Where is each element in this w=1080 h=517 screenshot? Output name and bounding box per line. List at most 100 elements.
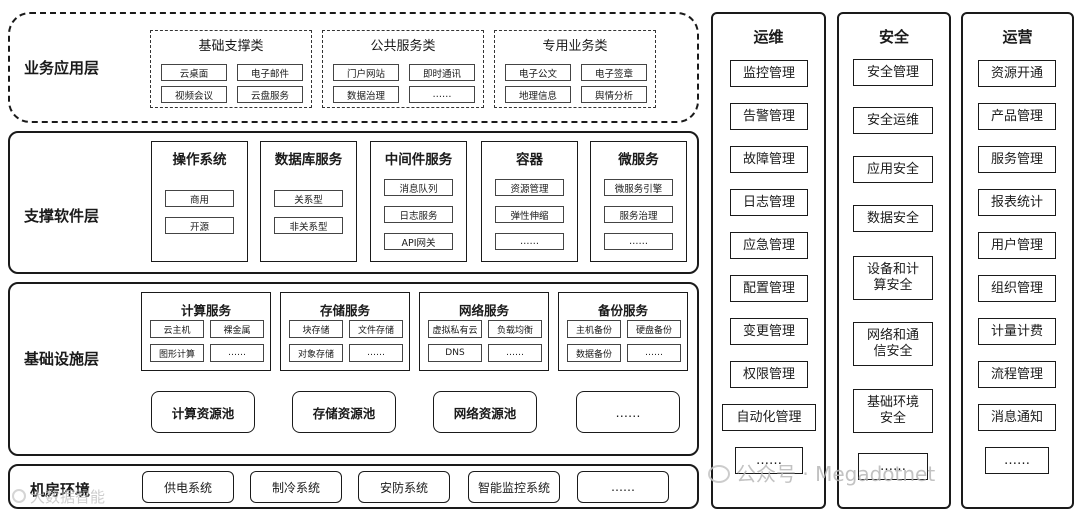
security-title: 安全 — [878, 28, 909, 46]
compute-resource-pool: 计算资源池 — [151, 391, 255, 433]
service-box: 电子签章 — [581, 64, 647, 81]
service-box: 微服务引擎 — [604, 179, 673, 196]
security-item: 网络和通信安全 — [853, 322, 933, 366]
security-item: 基础环境安全 — [853, 389, 933, 433]
service-box: 服务治理 — [604, 206, 673, 223]
operation-item: 流程管理 — [978, 361, 1056, 388]
wechat-icon — [708, 465, 730, 483]
service-box: 开源 — [165, 217, 234, 234]
service-box: 对象存储 — [289, 344, 343, 362]
service-box: 关系型 — [274, 190, 343, 207]
room-item: 制冷系统 — [250, 471, 342, 503]
service-box: 云盘服务 — [237, 86, 303, 103]
group-title: 基础支撑类 — [198, 39, 264, 54]
service-box: …… — [488, 344, 542, 362]
card-operating-system: 操作系统 商用 开源 — [151, 141, 248, 262]
ops-item: …… — [735, 447, 803, 474]
service-box: 消息队列 — [384, 179, 453, 196]
card-title: 微服务 — [618, 152, 659, 168]
group-public-service: 公共服务类 门户网站 即时通讯 数据治理 …… — [322, 30, 484, 108]
service-box: 舆情分析 — [581, 86, 647, 103]
card-title: 操作系统 — [172, 152, 227, 168]
support-layer-title: 支撑软件层 — [24, 207, 100, 225]
ops-item: 权限管理 — [730, 361, 808, 388]
ops-item: 日志管理 — [730, 189, 808, 216]
card-title: 网络服务 — [458, 303, 509, 318]
service-box: 硬盘备份 — [627, 320, 681, 338]
watermark-left: 大数据智能 — [12, 486, 105, 507]
ops-item: 变更管理 — [730, 318, 808, 345]
room-item: …… — [577, 471, 669, 503]
operation-item: 产品管理 — [978, 103, 1056, 130]
service-box: 负载均衡 — [488, 320, 542, 338]
ops-item: 配置管理 — [730, 275, 808, 302]
service-box: 日志服务 — [384, 206, 453, 223]
card-middleware-service: 中间件服务 消息队列 日志服务 API网关 — [370, 141, 467, 262]
card-title: 中间件服务 — [384, 152, 453, 168]
service-box: 主机备份 — [567, 320, 621, 338]
ops-item: 应急管理 — [730, 232, 808, 259]
card-compute-service: 计算服务 云主机 裸金属 图形计算 …… — [141, 292, 271, 371]
service-box: 非关系型 — [274, 217, 343, 234]
machine-room-title: 机房环境 — [30, 481, 91, 499]
card-database-service: 数据库服务 关系型 非关系型 — [260, 141, 357, 262]
service-box: DNS — [428, 344, 482, 362]
ops-title: 运维 — [753, 28, 784, 46]
service-box: 即时通讯 — [409, 64, 475, 81]
operation-item: 计量计费 — [978, 318, 1056, 345]
security-item: …… — [858, 453, 928, 480]
service-box: 虚拟私有云 — [428, 320, 482, 338]
service-box: 资源管理 — [495, 179, 564, 196]
security-item: 安全运维 — [853, 107, 933, 134]
card-title: 数据库服务 — [274, 152, 343, 168]
card-storage-service: 存储服务 块存储 文件存储 对象存储 …… — [280, 292, 410, 371]
group-basic-support: 基础支撑类 云桌面 电子邮件 视频会议 云盘服务 — [150, 30, 312, 108]
service-box: 云桌面 — [161, 64, 227, 81]
service-box: 数据备份 — [567, 344, 621, 362]
infrastructure-layer-title: 基础设施层 — [24, 350, 100, 368]
ops-item: 告警管理 — [730, 103, 808, 130]
card-title: 存储服务 — [319, 303, 370, 318]
group-dedicated-business: 专用业务类 电子公文 电子签章 地理信息 舆情分析 — [494, 30, 656, 108]
service-box: 门户网站 — [333, 64, 399, 81]
storage-resource-pool: 存储资源池 — [292, 391, 396, 433]
card-backup-service: 备份服务 主机备份 硬盘备份 数据备份 …… — [558, 292, 688, 371]
service-box: …… — [627, 344, 681, 362]
service-box: …… — [604, 233, 673, 250]
ops-item: 自动化管理 — [722, 404, 816, 431]
service-box: 地理信息 — [505, 86, 571, 103]
operation-item: 资源开通 — [978, 60, 1056, 87]
operation-item: 用户管理 — [978, 232, 1056, 259]
service-box: …… — [409, 86, 475, 103]
room-item: 智能监控系统 — [468, 471, 560, 503]
room-item: 供电系统 — [142, 471, 234, 503]
ops-item: 监控管理 — [730, 60, 808, 87]
card-container: 容器 资源管理 弹性伸缩 …… — [481, 141, 578, 262]
service-box: …… — [210, 344, 264, 362]
operation-item: 消息通知 — [978, 404, 1056, 431]
service-box: 裸金属 — [210, 320, 264, 338]
ops-item: 故障管理 — [730, 146, 808, 173]
business-layer-title: 业务应用层 — [24, 59, 100, 77]
service-box: 弹性伸缩 — [495, 206, 564, 223]
network-resource-pool: 网络资源池 — [433, 391, 537, 433]
service-box: 电子邮件 — [237, 64, 303, 81]
operation-item: 服务管理 — [978, 146, 1056, 173]
watermark-right-text: 公众号 · Megadotnet — [736, 462, 936, 486]
service-box: 图形计算 — [150, 344, 204, 362]
watermark-icon — [12, 489, 26, 503]
service-box: 文件存储 — [349, 320, 403, 338]
service-box: …… — [349, 344, 403, 362]
operation-title: 运营 — [1002, 28, 1033, 46]
card-microservice: 微服务 微服务引擎 服务治理 …… — [590, 141, 687, 262]
group-title: 专用业务类 — [542, 39, 608, 54]
service-box: API网关 — [384, 233, 453, 250]
operation-item: 报表统计 — [978, 189, 1056, 216]
group-title: 公共服务类 — [370, 39, 436, 54]
card-title: 容器 — [516, 152, 543, 168]
operation-item: …… — [985, 447, 1049, 474]
watermark-left-text: 大数据智能 — [30, 488, 106, 506]
service-box: 视频会议 — [161, 86, 227, 103]
card-title: 计算服务 — [180, 303, 231, 318]
operation-item: 组织管理 — [978, 275, 1056, 302]
